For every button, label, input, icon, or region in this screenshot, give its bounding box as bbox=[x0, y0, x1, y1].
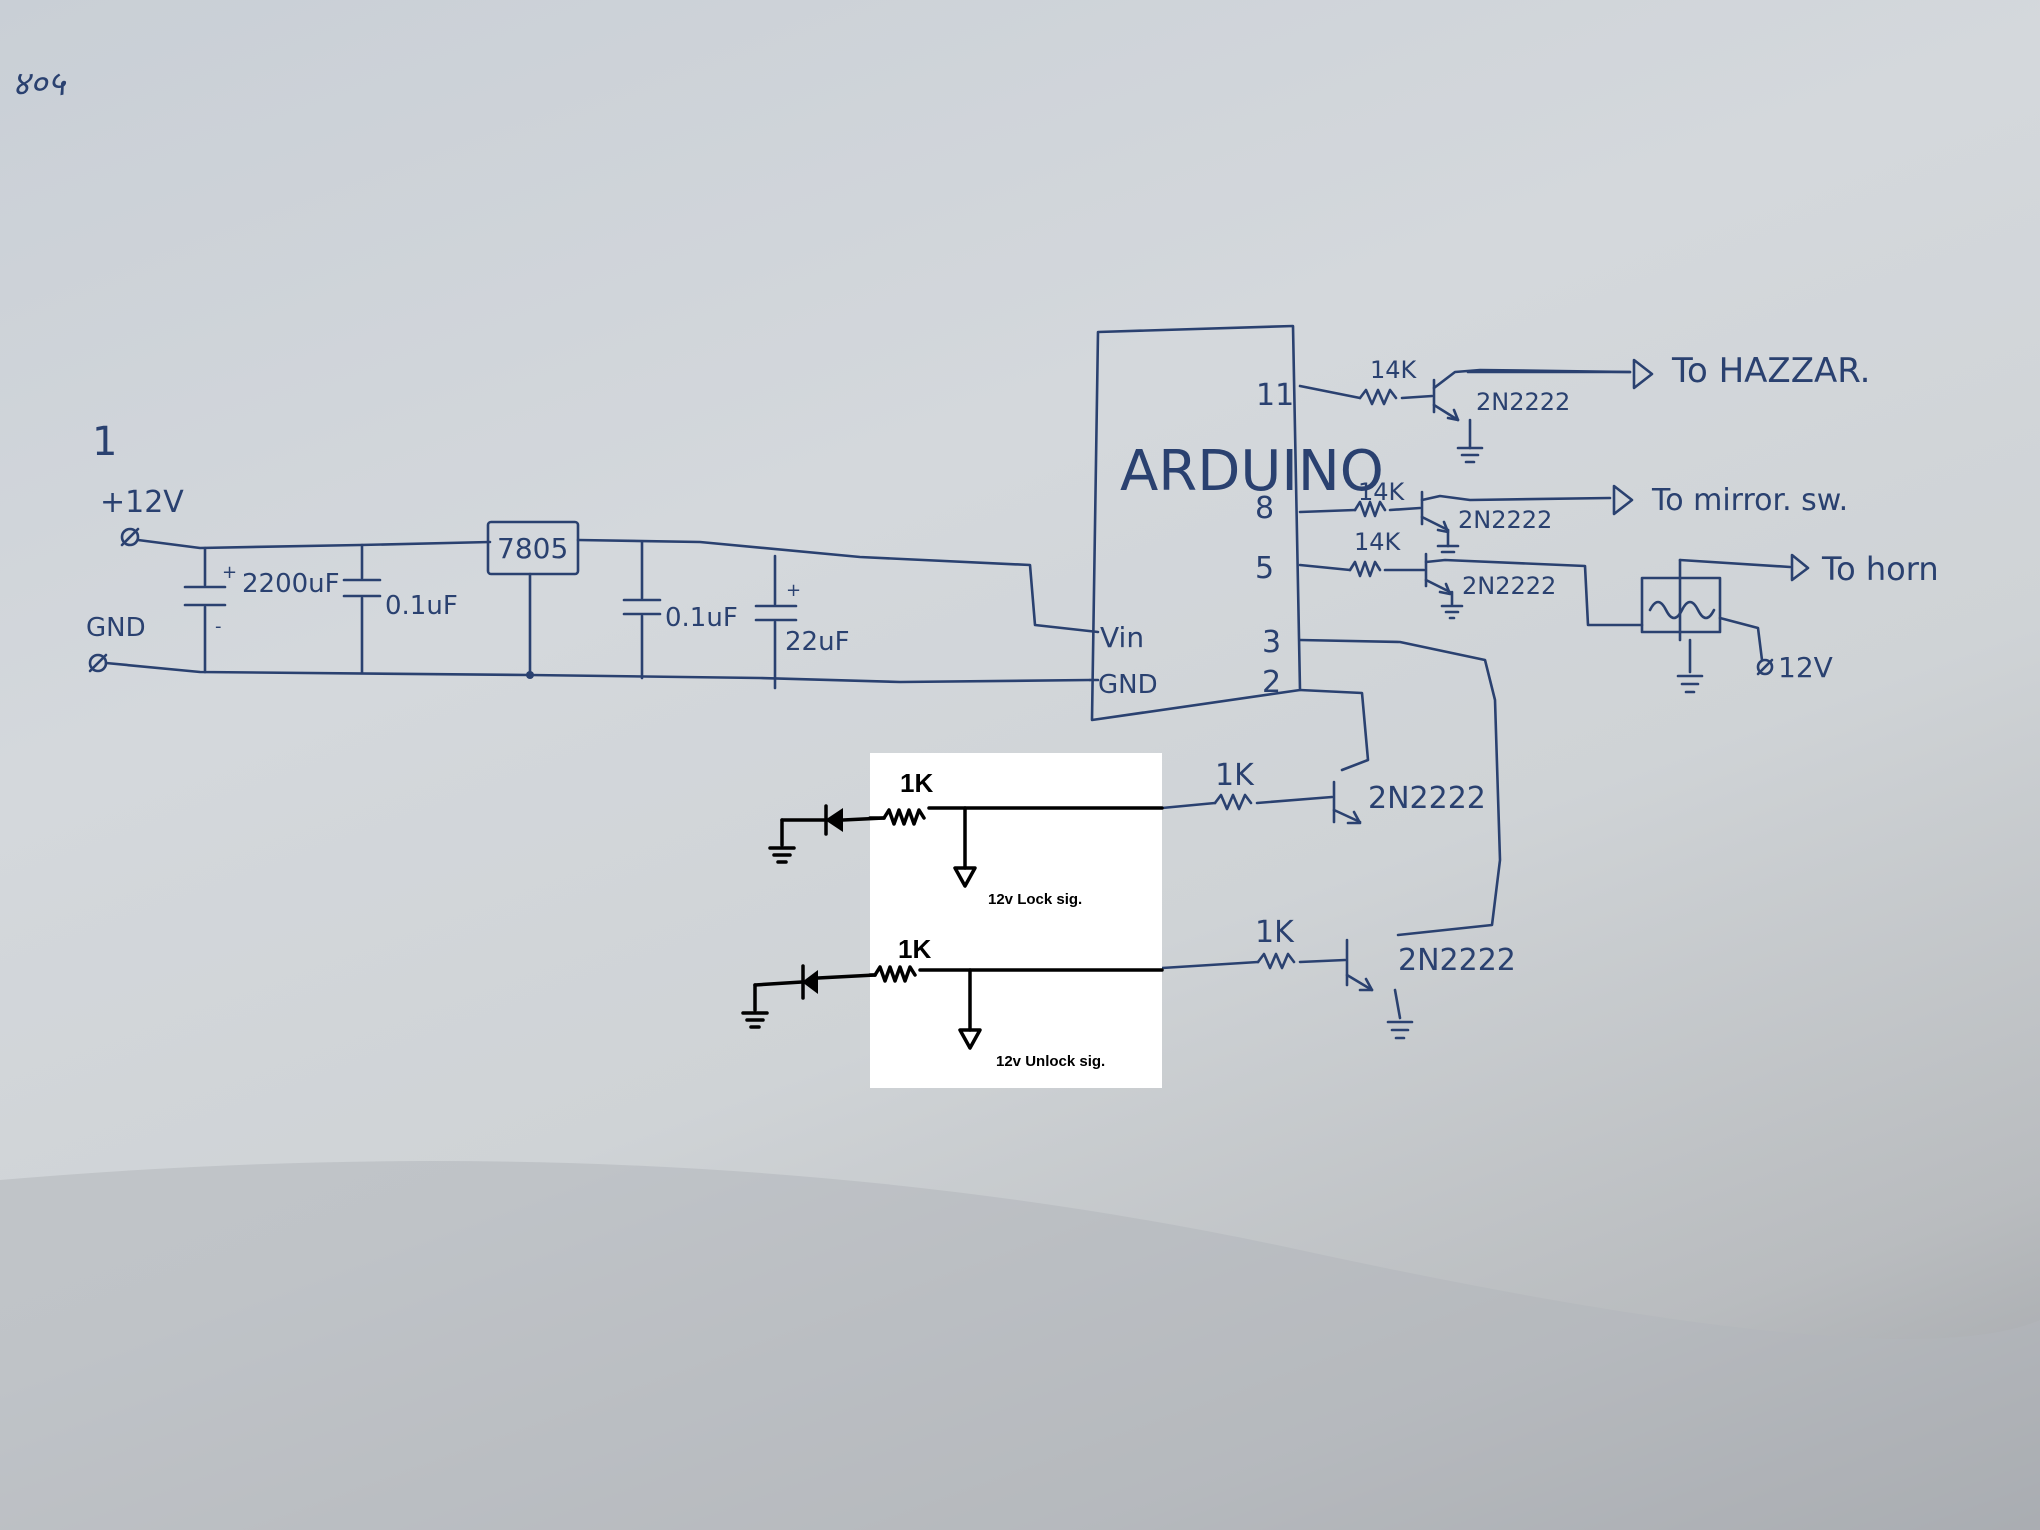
rail-12v bbox=[136, 538, 492, 550]
label-to-mirror: To mirror. sw. bbox=[1651, 483, 1848, 518]
svg-text:+: + bbox=[222, 562, 237, 583]
label-q-mirror: 2N2222 bbox=[1458, 506, 1552, 534]
capacitor-0-1uf-a: 0.1uF bbox=[342, 543, 458, 675]
capacitor-2200uf: + - 2200uF bbox=[183, 546, 340, 674]
label-r-lock: 1K bbox=[1215, 758, 1255, 793]
mirror-driver: 14K 2N2222 To mirror. sw. bbox=[1298, 478, 1848, 554]
label-r-unlock: 1K bbox=[1255, 915, 1295, 950]
label-q-unlock: 2N2222 bbox=[1398, 943, 1516, 978]
hazzar-driver: 14K 2N2222 To HAZZAR. bbox=[1298, 351, 1871, 464]
label-to-horn: To horn bbox=[1821, 550, 1939, 588]
pin-11: 11 bbox=[1256, 378, 1294, 413]
paper-shadow bbox=[0, 1161, 2040, 1530]
label-to-hazzar: To HAZZAR. bbox=[1671, 351, 1871, 391]
power-supply: +12V GND + - 2200uF 0.1uF 7805 bbox=[86, 485, 1100, 690]
label-gnd: GND bbox=[86, 613, 146, 643]
panel-label-r1: 1K bbox=[900, 768, 933, 798]
label-q-lock: 2N2222 bbox=[1368, 781, 1486, 816]
pin-gnd: GND bbox=[1098, 670, 1158, 700]
panel-left-circuits bbox=[741, 804, 886, 1029]
diode-unlock bbox=[802, 970, 818, 994]
panel-label-unlock: 12v Unlock sig. bbox=[996, 1053, 1105, 1070]
panel-circuits: 1K 12v Lock sig. 1K 12v Unlock sig. bbox=[868, 768, 1164, 1070]
label-r-mirror: 14K bbox=[1358, 478, 1406, 506]
diode-lock bbox=[825, 808, 843, 832]
rail-5v bbox=[576, 538, 1100, 634]
label-q-horn: 2N2222 bbox=[1462, 572, 1556, 600]
label-regulator: 7805 bbox=[497, 532, 568, 565]
svg-text:-: - bbox=[215, 616, 222, 637]
label-cap-22: 22uF bbox=[785, 627, 850, 657]
regulator-7805: 7805 bbox=[486, 520, 580, 679]
label-plus12v: +12V bbox=[100, 485, 184, 520]
label-cap-01a: 0.1uF bbox=[385, 591, 458, 621]
corner-scribble: ४०५ bbox=[12, 64, 66, 104]
label-r-hazzar: 14K bbox=[1370, 356, 1418, 384]
capacitor-22uf: + 22uF bbox=[754, 554, 850, 690]
pin-3: 3 bbox=[1262, 625, 1281, 660]
terminal-relay-12v bbox=[1756, 658, 1774, 676]
pin-5: 5 bbox=[1255, 551, 1274, 586]
pin-8: 8 bbox=[1255, 491, 1274, 526]
pin-2: 2 bbox=[1262, 665, 1281, 700]
label-r-horn: 14K bbox=[1354, 528, 1402, 556]
panel-label-r2: 1K bbox=[898, 934, 931, 964]
pin-vin: Vin bbox=[1100, 621, 1144, 654]
rail-gnd bbox=[104, 661, 1092, 684]
label-cap-2200: 2200uF bbox=[242, 569, 340, 599]
sheet-number: 1 bbox=[92, 419, 117, 465]
horn-driver: 14K 2N2222 To horn 12V bbox=[1298, 528, 1939, 694]
arduino-board: ARDUINO 11 8 5 3 2 Vin GND bbox=[1090, 324, 1384, 722]
lock-unlock-drivers: 1K 2N2222 1K 2N2222 bbox=[1160, 638, 1516, 1040]
label-arduino: ARDUINO bbox=[1120, 439, 1384, 504]
label-q-hazzar: 2N2222 bbox=[1476, 388, 1570, 416]
label-relay-12v: 12V bbox=[1778, 651, 1833, 684]
svg-text:+: + bbox=[786, 580, 801, 601]
capacitor-0-1uf-b: 0.1uF bbox=[622, 540, 738, 680]
terminal-12v bbox=[120, 527, 140, 547]
label-cap-01b: 0.1uF bbox=[665, 603, 738, 633]
overlay-panel bbox=[870, 753, 1162, 1088]
panel-label-lock: 12v Lock sig. bbox=[988, 891, 1082, 908]
